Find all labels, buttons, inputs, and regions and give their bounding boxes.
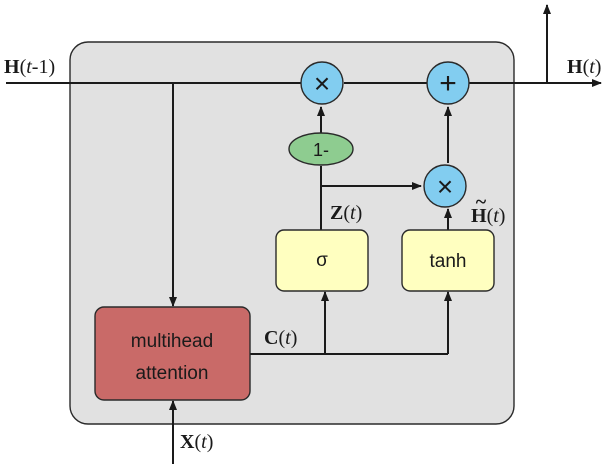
- x-label: X(t): [180, 431, 213, 453]
- one-minus-label: 1-: [313, 140, 329, 160]
- multiply-icon: ×: [437, 171, 453, 202]
- one-minus-node: [288, 132, 354, 166]
- attention-label-line1: multihead: [131, 331, 213, 352]
- c-label: C(t): [264, 327, 297, 349]
- tanh-block: [401, 229, 495, 292]
- sigma-label: σ: [316, 250, 328, 271]
- attention-label-line2: attention: [136, 363, 209, 384]
- attention-block: [94, 306, 251, 401]
- plus-icon: +: [439, 67, 457, 100]
- multiply-node-top: [300, 61, 344, 105]
- h-out-label: H(t): [567, 56, 601, 78]
- z-label: Z(t): [330, 202, 362, 224]
- multiply-icon: ×: [314, 68, 330, 99]
- sigma-block: [275, 229, 369, 292]
- add-node: [426, 61, 470, 105]
- h-tilde-label: H(t): [471, 205, 505, 227]
- multiply-node-mid: [423, 164, 467, 208]
- tanh-label: tanh: [430, 251, 467, 272]
- h-tilde-accent: ~: [476, 191, 487, 213]
- h-prev-label: H(t-1): [4, 56, 55, 78]
